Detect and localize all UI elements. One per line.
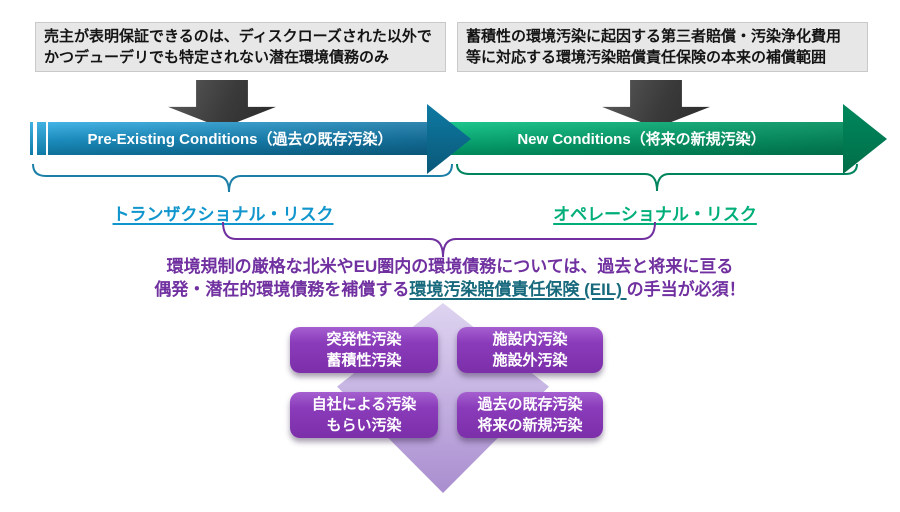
matrix-box-1-line1: 突発性汚染 (326, 331, 402, 348)
callout-right-line2: 等に対応する環境汚染賠償責任保険の本来の補償範囲 (466, 49, 827, 66)
matrix-box-origin: 自社による汚染 もらい汚染 (290, 392, 438, 438)
timeline-bar-new-conditions: New Conditions（将来の新規汚染） (440, 122, 843, 155)
callout-left-line2: かつデューデリでも特定されない潜在環境債務のみ (44, 49, 390, 66)
key-message: 環境規制の厳格な北米やEU圏内の環境債務については、過去と将来に亘る 偶発・潜在… (0, 255, 900, 301)
callout-eil-coverage: 蓄積性の環境汚染に起因する第三者賠償・汚染浄化費用 等に対応する環境汚染賠償責任… (457, 22, 868, 72)
key-message-line2: 偶発・潜在的環境債務を補償する環境汚染賠償責任保険 (EIL) の手当が必須！ (0, 278, 900, 301)
matrix-box-4-line2: 将来の新規汚染 (477, 417, 583, 434)
matrix-box-timeframe: 過去の既存汚染 将来の新規汚染 (457, 392, 603, 438)
matrix-box-pollution-type: 突発性汚染 蓄積性汚染 (290, 327, 438, 373)
eil-highlight: 環境汚染賠償責任保険 (EIL) (409, 280, 627, 299)
matrix-box-4-line1: 過去の既存汚染 (477, 396, 583, 413)
callout-right-line1: 蓄積性の環境汚染に起因する第三者賠償・汚染浄化費用 (466, 28, 842, 45)
key-message-line1: 環境規制の厳格な北米やEU圏内の環境債務については、過去と将来に亘る (166, 257, 734, 276)
matrix-box-2-line1: 施設内汚染 (492, 331, 568, 348)
transactional-risk-label: トランザクショナル・リスク (112, 205, 334, 224)
timeline-bar-pre-existing: Pre-Existing Conditions（過去の既存汚染） (48, 122, 432, 155)
matrix-box-site-scope: 施設内汚染 施設外汚染 (457, 327, 603, 373)
timeline-stripe-thick (37, 122, 46, 155)
pre-existing-label: Pre-Existing Conditions（過去の既存汚染） (87, 131, 393, 148)
callout-left-line1: 売主が表明保証できるのは、ディスクローズされた以外で (44, 28, 432, 45)
brace-new-conditions (456, 163, 858, 192)
brace-pre-existing (32, 163, 453, 193)
key-message-line2-suffix: の手当が必須！ (626, 280, 746, 299)
callout-seller-warranty: 売主が表明保証できるのは、ディスクローズされた以外で かつデューデリでも特定され… (35, 22, 446, 72)
key-message-line2-prefix: 偶発・潜在的環境債務を補償する (154, 280, 410, 299)
timeline-stripe-thin (30, 122, 33, 155)
matrix-box-3-line2: もらい汚染 (326, 417, 402, 434)
operational-risk-label: オペレーショナル・リスク (553, 205, 757, 224)
new-conditions-label: New Conditions（将来の新規汚染） (517, 131, 766, 148)
matrix-box-2-line2: 施設外汚染 (492, 352, 568, 369)
brace-combined-risks (222, 221, 656, 258)
matrix-box-1-line2: 蓄積性汚染 (326, 352, 402, 369)
matrix-box-3-line1: 自社による汚染 (311, 396, 417, 413)
